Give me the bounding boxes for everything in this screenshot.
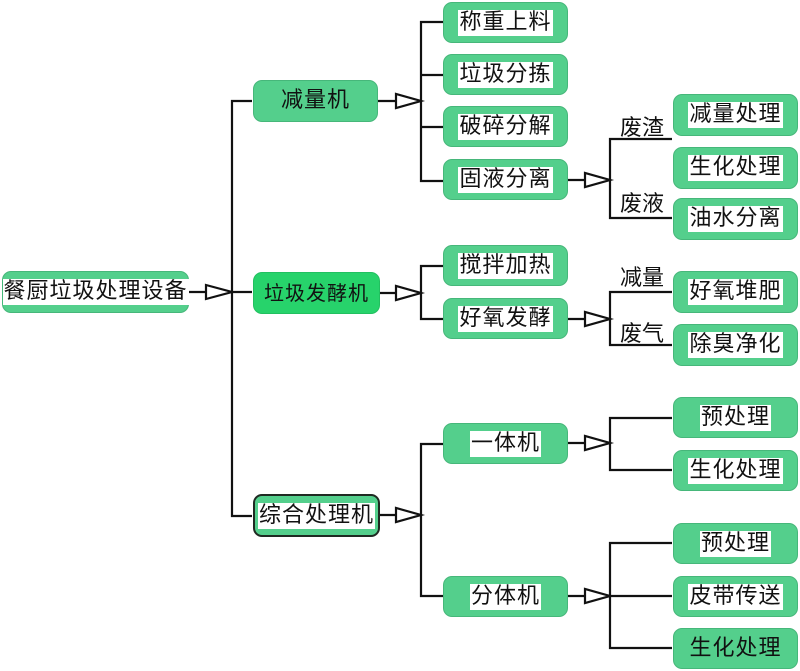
arrow-icon [583,171,615,189]
node-label: 搅拌加热 [458,252,553,279]
connector [419,264,443,321]
node-belt-conveyor: 皮带传送 [673,576,798,617]
node-pretreatment: 预处理 [673,523,798,564]
node-oil-water-separation: 油水分离 [673,198,798,240]
node-solid-liquid-separation: 固液分离 [443,159,568,200]
node-label: 预处理 [699,530,771,557]
node-deodorization: 除臭净化 [673,324,798,366]
connector [419,20,443,183]
node-label: 预处理 [699,404,771,431]
node-aerobic-fermentation: 好氧发酵 [443,298,568,339]
connector [419,442,443,598]
connector [608,137,672,220]
node-biochemical-treatment: 生化处理 [673,628,798,669]
node-aerobic-composting: 好氧堆肥 [673,271,798,313]
node-reduction-treatment: 减量处理 [673,94,798,136]
node-split-unit: 分体机 [443,576,568,617]
arrow-icon [204,283,237,301]
node-label: 减量处理 [688,102,783,128]
node-label: 一体机 [469,430,541,457]
arrow-icon [583,434,615,452]
node-label: 垃圾发酵机 [264,281,369,305]
connector [608,416,672,472]
node-label: 称重上料 [458,9,553,36]
node-weigh-feed: 称重上料 [443,2,568,43]
node-root: 餐厨垃圾处理设备 [2,271,189,313]
node-integrated-machine: 综合处理机 [253,494,380,537]
node-pretreatment: 预处理 [673,397,798,438]
node-label: 好氧堆肥 [688,279,783,305]
node-label: 减量机 [280,88,350,113]
edge-label-exhaust: 废气 [620,322,665,347]
node-label: 破碎分解 [458,113,553,140]
edge-label-reduction: 减量 [620,266,665,291]
node-biochemical-treatment: 生化处理 [673,147,798,189]
node-crushing: 破碎分解 [443,106,568,147]
node-fermentation-machine: 垃圾发酵机 [253,272,380,314]
node-label: 垃圾分拣 [458,61,553,88]
arrow-icon [583,587,615,605]
connector [608,290,672,347]
arrow-icon [394,92,426,110]
node-biochemical-treatment: 生化处理 [673,450,798,491]
arrow-icon [394,506,426,524]
node-stir-heat: 搅拌加热 [443,245,568,286]
node-label: 皮带传送 [688,583,783,610]
node-reduction-machine: 减量机 [253,80,378,122]
node-label: 餐厨垃圾处理设备 [2,279,189,305]
node-label: 生化处理 [688,155,783,181]
arrow-icon [394,284,426,302]
node-label: 好氧发酵 [458,305,553,332]
edge-label-liquid: 废液 [620,192,665,217]
node-label: 除臭净化 [688,332,783,358]
edge-label-residue: 废渣 [620,116,665,141]
node-label: 油水分离 [688,206,783,232]
node-label: 综合处理机 [257,502,375,529]
node-label: 分体机 [469,583,541,610]
node-label: 生化处理 [689,635,782,661]
node-label: 固液分离 [458,166,553,193]
arrow-icon [583,310,615,328]
connector [230,99,252,518]
node-sorting: 垃圾分拣 [443,54,568,95]
node-all-in-one: 一体机 [443,423,568,464]
node-label: 生化处理 [688,457,783,484]
